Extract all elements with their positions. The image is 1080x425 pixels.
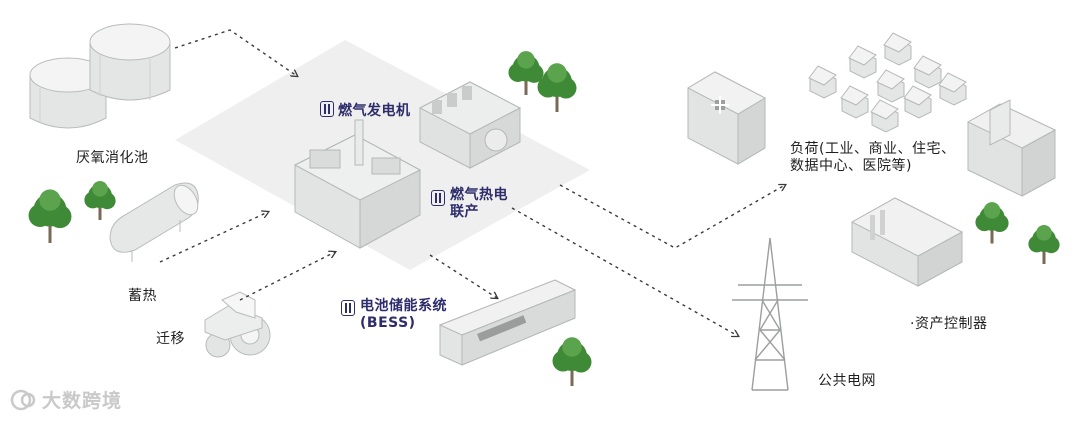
label-migration: 迁移 [156, 331, 185, 347]
controller-icon [431, 190, 445, 206]
asset-controller-text: 资产控制器 [914, 316, 988, 332]
label-load: 负荷(工业、商业、住宅、数据中心、医院等) [790, 141, 956, 174]
anaerobic-digester-tanks [29, 23, 171, 129]
label-gas-generator: 燃气发电机 [338, 103, 411, 119]
watermark: 大数跨境 [10, 386, 122, 413]
arrow-platform-to-bess [429, 254, 497, 298]
transmission-tower [732, 237, 808, 391]
house [883, 32, 912, 66]
office-buildings [966, 99, 1057, 197]
tractor [204, 291, 271, 358]
tree [84, 181, 116, 220]
house [903, 85, 932, 119]
gas-generator [418, 81, 522, 169]
flow-arrows [159, 29, 785, 336]
label-anaerobic-digester: 厌氧消化池 [76, 150, 149, 166]
controller-icon [341, 300, 355, 316]
tree [28, 189, 72, 243]
house [808, 65, 837, 99]
house [876, 69, 905, 103]
arrow-platform-to-grid [511, 207, 738, 336]
bess-container [438, 279, 577, 366]
arrow-platform-to-load [559, 185, 785, 249]
watermark-logo-icon [10, 389, 36, 410]
house [840, 85, 869, 119]
watermark-text: 大数跨境 [42, 390, 123, 412]
arrow-digester-to-platform [174, 29, 297, 76]
house [870, 99, 899, 133]
house [913, 55, 942, 89]
label-bess: 电池储能系统(BESS) [360, 298, 447, 331]
label-gas-chp: 燃气热电联产 [450, 187, 508, 220]
chp-unit [293, 119, 422, 249]
tree [508, 51, 544, 95]
label-asset-controller: ·资产控制器 [910, 316, 988, 332]
factory [850, 197, 964, 287]
house [938, 72, 967, 106]
tree [552, 337, 592, 386]
label-public-grid: 公共电网 [818, 373, 876, 389]
hospital-building [686, 71, 767, 165]
tree [537, 63, 577, 112]
heat-storage-tank [109, 182, 199, 262]
arrow-tractor-to-platform [239, 252, 335, 301]
controller-icon [320, 101, 334, 117]
label-heat-storage: 蓄热 [128, 288, 157, 304]
residential-houses [808, 32, 967, 133]
trees [28, 51, 1060, 386]
tree [1028, 225, 1060, 264]
tree [975, 202, 1009, 244]
house [848, 45, 877, 79]
arrow-heat-to-platform [159, 212, 268, 263]
